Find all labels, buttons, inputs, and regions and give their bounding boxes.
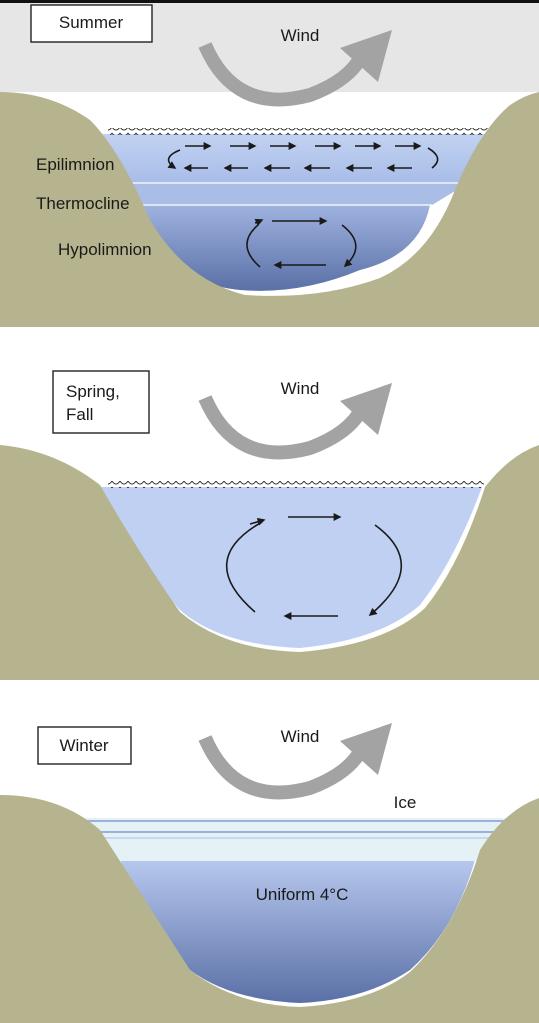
summer-wind-label: Wind [281,26,320,45]
ice-layer [82,818,512,861]
epilimnion-label: Epilimnion [36,155,114,174]
summer-surface-currents [167,142,439,172]
spring-label: Spring, [66,382,120,401]
summer-panel: Summer Wind Epilimnion Thermocline Hypol… [0,0,539,327]
summer-season-label: Summer [59,13,124,32]
top-border [0,0,539,3]
winter-land [0,795,539,1023]
spring-fall-circulation [225,513,403,620]
winter-wind-label: Wind [281,727,320,746]
summer-season-box: Summer [30,4,153,43]
summer-hypolimnion-water [120,205,430,291]
hypolimnion-label: Hypolimnion [58,240,152,259]
summer-thermocline-water [95,182,470,205]
winter-season-label: Winter [59,736,108,755]
spring-fall-wind-label: Wind [281,379,320,398]
uniform-temp-label: Uniform 4°C [256,885,349,904]
summer-deep-currents [246,217,357,269]
spring-fall-water [100,487,482,648]
winter-panel: Winter Wind Ice Uniform 4°C [0,723,539,1023]
ice-label: Ice [394,793,417,812]
winter-season-box: Winter [37,726,132,765]
summer-wind-arrow [198,30,392,107]
winter-wind-arrow [198,723,392,800]
spring-fall-land [0,445,539,680]
spring-fall-wind-arrow [198,383,392,460]
winter-water [120,860,475,1003]
spring-fall-season-box: Spring, Fall [52,370,150,434]
thermocline-label: Thermocline [36,194,130,213]
spring-fall-panel: Spring, Fall Wind [0,370,539,680]
summer-land [0,92,539,327]
fall-label: Fall [66,405,93,424]
